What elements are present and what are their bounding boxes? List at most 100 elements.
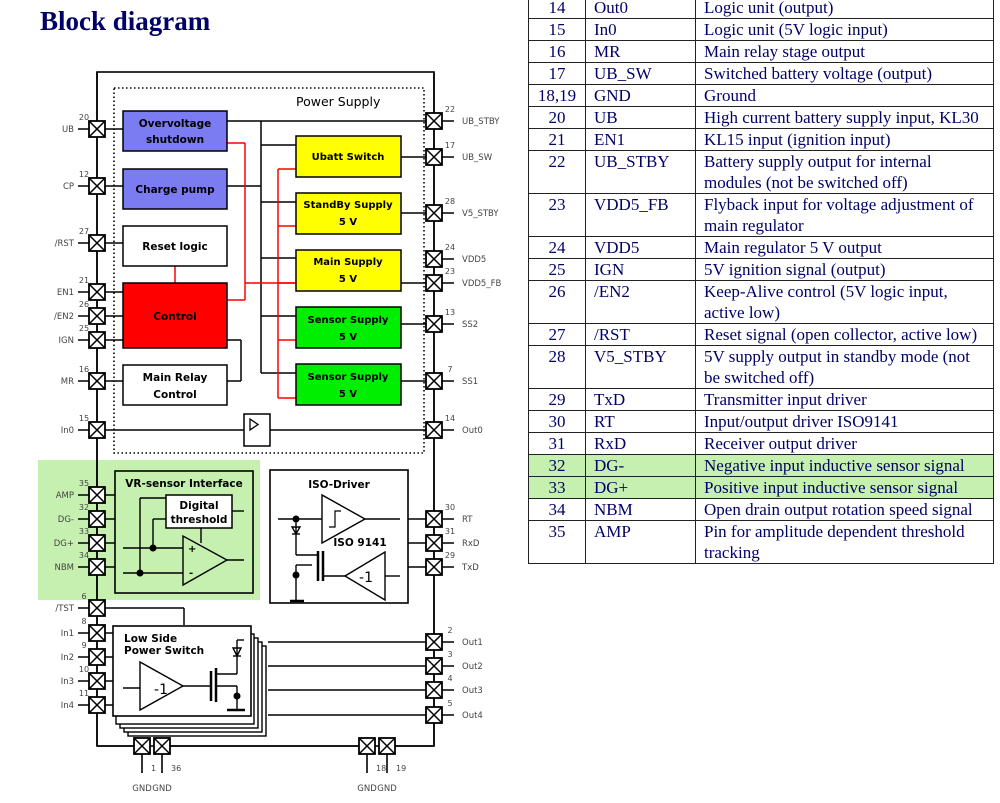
pin-name-cell: MR [585,40,696,63]
pin-number: 9 [81,641,86,650]
pin-number-cell: 14 [528,0,586,19]
pin-label: RT [462,515,473,525]
standby-supply-block: StandBy Supply 5 V [295,192,402,235]
svg-text:Low Side: Low Side [124,633,177,645]
vr-highlight-region [38,460,260,600]
pin-number: 24 [445,243,455,252]
pin-number-cell: 27 [528,323,586,346]
pin-description-cell: Ground [695,84,994,107]
pin-label: /TST [55,604,74,614]
pin-number: 22 [445,105,455,114]
svg-text:5 V: 5 V [339,274,357,285]
pin-number: 36 [171,764,181,773]
pin-description-cell: 5V ignition signal (output) [695,258,994,281]
pin-description-cell: Positive input inductive sensor signal [695,476,994,499]
pin-number: 34 [79,551,89,560]
pin-description-cell: KL15 input (ignition input) [695,128,994,151]
svg-text:ISO 9141: ISO 9141 [333,537,386,549]
pin-label: UB_STBY [462,117,500,127]
pin-number: 28 [445,197,455,206]
pin-description-cell: Open drain output rotation speed signal [695,498,994,521]
pin-number-cell: 15 [528,18,586,41]
pin--rst: 27/RST [55,227,106,252]
pin-number-cell: 34 [528,498,586,521]
svg-text:ISO-Driver: ISO-Driver [308,479,370,491]
pin-number: 19 [396,764,406,773]
pin-number: 14 [445,414,455,423]
pin--tst: 6/TST [55,592,106,617]
iso-driver-block: ISO-Driver ISO 9141 -1 [269,469,409,604]
pin-number: 26 [79,300,89,309]
pin-name-cell: UB_STBY [585,150,696,194]
power-supply-label: Power Supply [296,94,381,109]
pin-number: 30 [445,503,455,512]
pin-name-cell: TxD [585,388,696,411]
pin-description-cell: Main relay stage output [695,40,994,63]
pin-label: GND [357,784,377,794]
pin-name-cell: VDD5_FB [585,193,696,237]
pin-description-cell: Input/output driver ISO9141 [695,410,994,433]
pin-number-cell: 31 [528,432,586,455]
sensor-supply-2-block: Sensor Supply 5 V [295,306,402,349]
pin-name-cell: Out0 [585,0,696,19]
pin-label: TxD [461,563,479,573]
pin-description-cell: Negative input inductive sensor signal [695,454,994,477]
svg-text:5 V: 5 V [339,389,357,400]
pin-number-cell: 16 [528,40,586,63]
pin-label: RxD [462,539,480,549]
pin-description-cell: Main regulator 5 V output [695,236,994,259]
pin-name-cell: DG+ [585,476,696,499]
pin-name-cell: DG- [585,454,696,477]
pin-label: In0 [61,426,74,436]
pin-number: 8 [81,617,86,626]
block-diagram: Power Supply [38,71,501,794]
vr-sensor-interface-block: VR-sensor Interface Digital threshold + … [114,470,254,594]
pin-description-cell: Pin for amplitude dependent threshold tr… [695,520,994,564]
signal-wires [97,120,434,747]
svg-text:VR-sensor Interface: VR-sensor Interface [125,478,242,490]
pin-name-cell: RxD [585,432,696,455]
svg-text:Main Relay: Main Relay [143,372,208,384]
pin-name-cell: /RST [585,323,696,346]
pin-number-cell: 29 [528,388,586,411]
main-relay-control-block: Main Relay Control [122,364,228,406]
pin-number: 29 [445,551,455,560]
pin-description-cell: High current battery supply input, KL30 [695,106,994,129]
pin-number: 17 [445,141,455,150]
pin-number: 10 [79,665,89,674]
pin-label: Out1 [462,638,483,648]
control-block: Control [122,282,228,349]
pin-description-cell: Receiver output driver [695,432,994,455]
pin-name-cell: VDD5 [585,236,696,259]
pin-name-cell: UB [585,106,696,129]
pin-description-cell: Logic unit (output) [695,0,994,19]
pin-number: 32 [79,503,89,512]
pin-label: Out0 [462,426,483,436]
pin-description-cell: Flyback input for voltage adjustment of … [695,193,994,237]
pin-name-cell: V5_STBY [585,345,696,389]
svg-text:Main Supply: Main Supply [313,257,383,268]
